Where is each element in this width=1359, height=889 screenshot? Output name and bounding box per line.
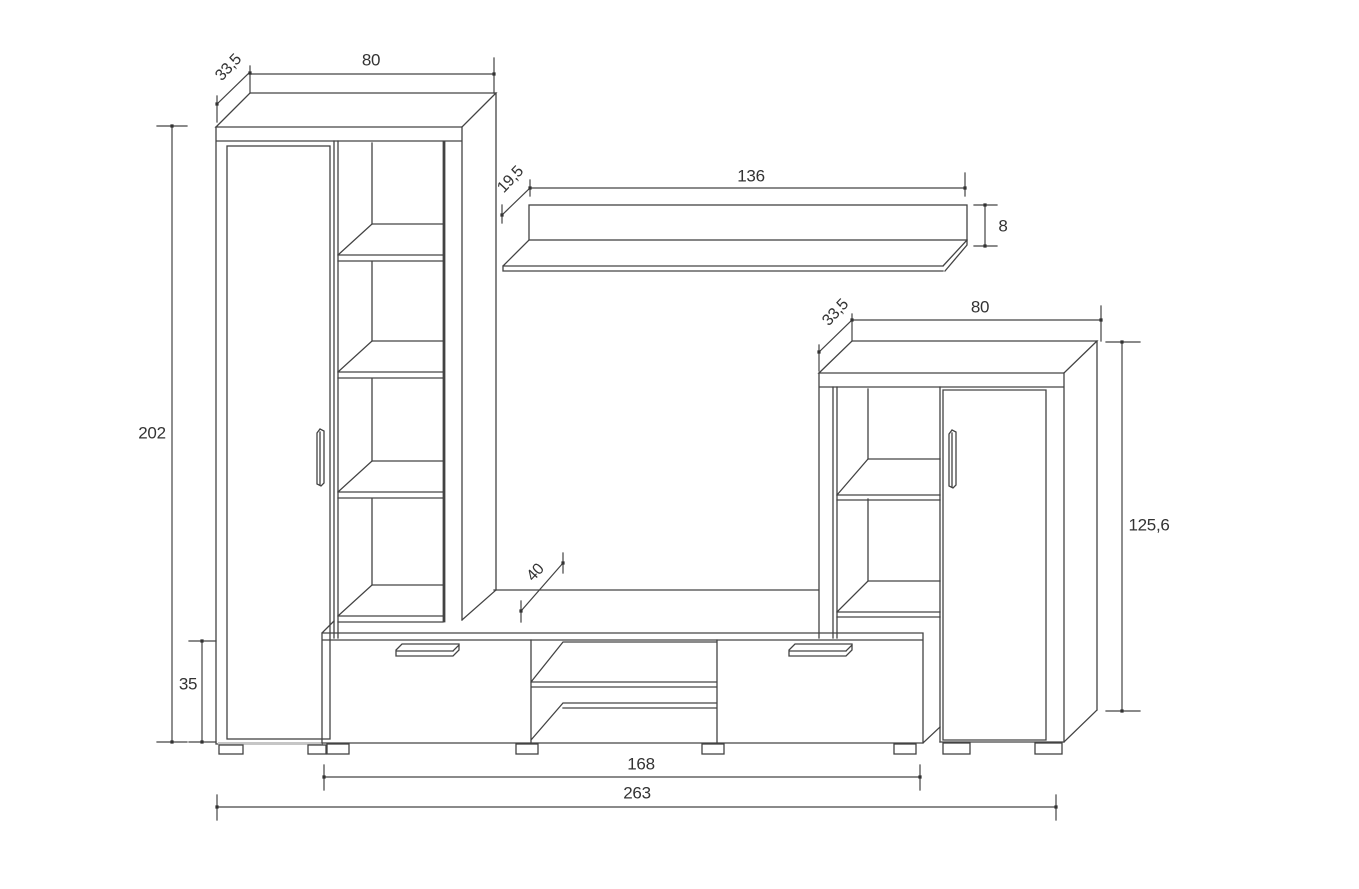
right-cabinet-door (939, 386, 1047, 743)
dim-label-total-width: 263 (623, 783, 651, 803)
right-cabinet-frame (818, 372, 1065, 743)
right-cabinet-door-handle (948, 429, 957, 489)
dim-shelf-width-line (529, 172, 966, 197)
dim-label-left-cabinet-width: 80 (361, 50, 381, 70)
tv-stand-foot (326, 743, 350, 755)
dim-label-shelf-height: 8 (998, 216, 1008, 236)
tv-stand-middle-compartment (530, 639, 718, 744)
left-cabinet-door-handle (316, 428, 325, 487)
tv-stand (321, 589, 941, 755)
right-cabinet-inner-wall (832, 386, 838, 639)
tv-stand-body (321, 589, 941, 744)
left-cabinet-foot (307, 744, 327, 755)
left-cabinet-foot (218, 744, 244, 755)
left-cabinet-frame (215, 126, 463, 745)
dim-label-shelf-width: 136 (737, 166, 765, 186)
left-cabinet-side-face (461, 92, 497, 621)
left-cabinet-divider (333, 140, 339, 639)
left-cabinet (214, 92, 498, 755)
dim-left-cabinet-depth-line (216, 65, 251, 123)
dim-label-stand-width: 168 (627, 754, 655, 774)
tv-stand-left-drawer-handle (395, 643, 460, 657)
wall-shelf-back-rail (528, 204, 968, 241)
right-cabinet (817, 340, 1099, 755)
right-cabinet-top-face (817, 340, 1099, 374)
dim-stand-depth-line (520, 552, 564, 623)
right-cabinet-foot (942, 742, 971, 755)
dim-right-cabinet-width-line (851, 305, 1102, 342)
wall-shelf (502, 204, 968, 272)
right-cabinet-foot (1034, 742, 1063, 755)
left-cabinet-shelves (337, 223, 444, 623)
dim-label-right-cabinet-width: 80 (970, 297, 990, 317)
dim-label-left-cabinet-height: 202 (138, 423, 166, 443)
left-cabinet-door (226, 145, 331, 740)
dim-label-stand-height: 35 (178, 674, 198, 694)
left-cabinet-top-face (214, 92, 498, 128)
dim-shelf-height-line (973, 204, 998, 247)
right-cabinet-side-face (1063, 340, 1098, 743)
tv-stand-foot (893, 743, 917, 755)
tv-stand-foot (515, 743, 539, 755)
tv-stand-right-drawer-handle (788, 643, 853, 657)
wall-shelf-board (502, 239, 968, 272)
tv-stand-foot (701, 743, 725, 755)
dimension-lines (156, 57, 1141, 821)
dim-label-right-cabinet-height: 125,6 (1128, 515, 1170, 535)
dimension-end-dots (170, 71, 1124, 809)
dim-stand-width-line (323, 764, 921, 791)
left-cabinet-plinth-shade (218, 742, 322, 745)
right-cabinet-shelves (836, 458, 941, 618)
